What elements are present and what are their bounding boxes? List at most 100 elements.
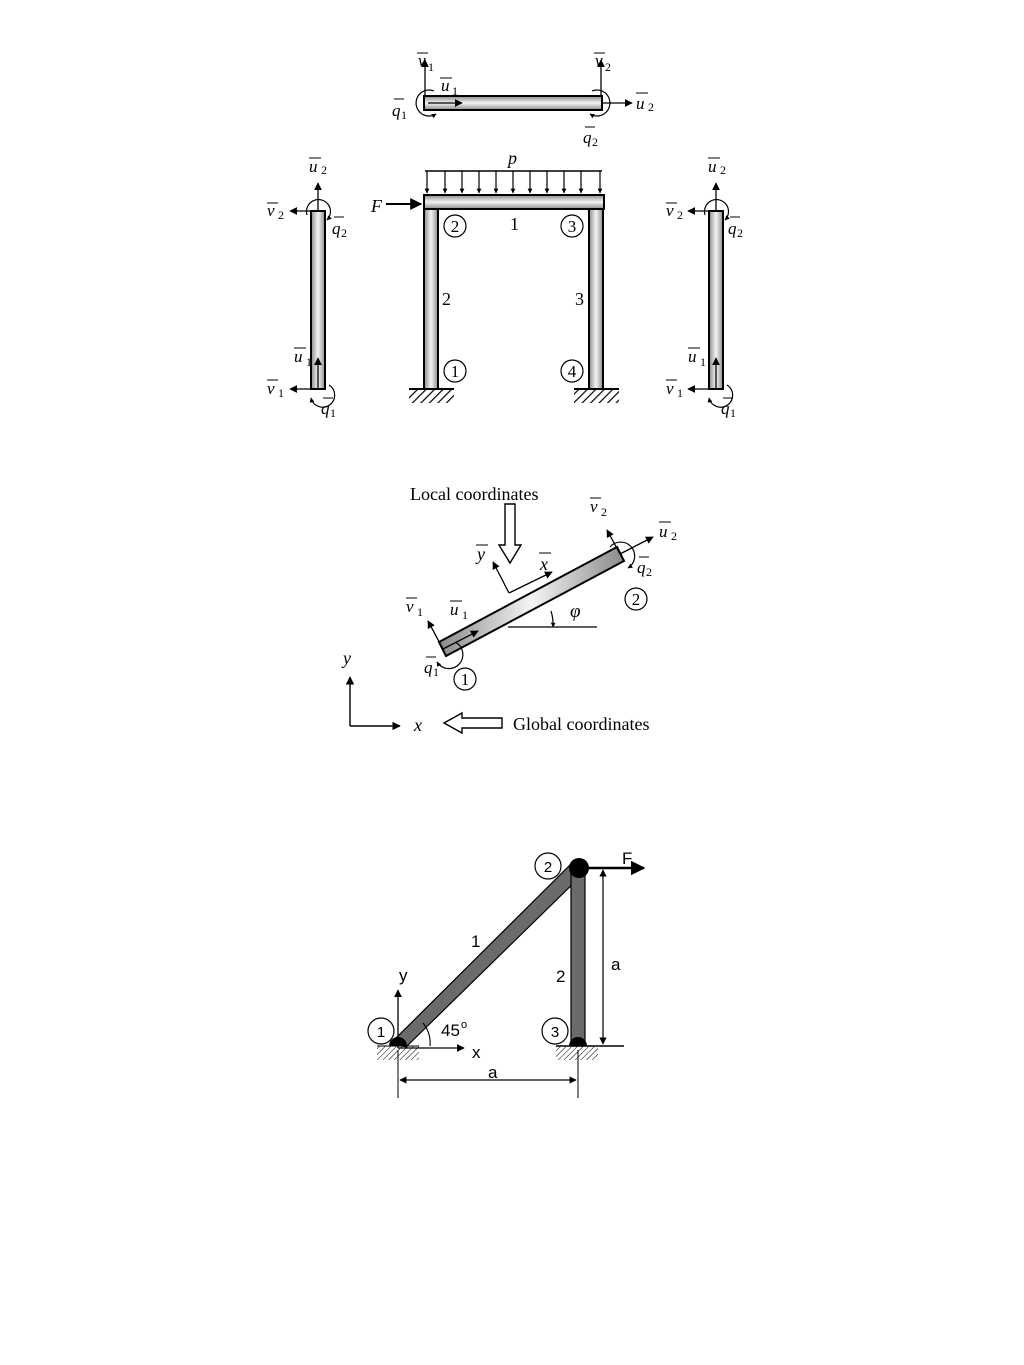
truss-member-2 [570, 867, 586, 1047]
fixed-support-right [574, 389, 619, 403]
svg-text:v: v [418, 51, 426, 70]
truss-joint-2 [569, 858, 589, 878]
svg-text:2: 2 [737, 226, 743, 240]
svg-text:u: u [636, 94, 645, 113]
local-axes-icon [492, 561, 553, 594]
svg-text:4: 4 [568, 362, 577, 381]
svg-text:u: u [450, 600, 459, 619]
svg-text:x: x [413, 715, 422, 735]
node-marker-4: 4 [560, 359, 584, 383]
svg-text:1: 1 [417, 605, 423, 619]
member-label-3: 3 [575, 289, 584, 309]
member-label-1: 1 [510, 214, 519, 234]
svg-text:1: 1 [428, 60, 434, 74]
portal-frame-figure: v 1 u 1 q 1 v 2 u 2 q 2 [267, 51, 743, 420]
svg-text:q: q [583, 128, 592, 147]
svg-text:2: 2 [451, 217, 460, 236]
svg-text:3: 3 [568, 217, 577, 236]
svg-text:1: 1 [377, 1024, 385, 1041]
svg-text:2: 2 [278, 208, 284, 222]
svg-text:u: u [441, 76, 450, 95]
svg-text:y: y [399, 966, 408, 985]
truss-figure: F a a y x 45 o 1 2 1 2 [367, 849, 646, 1098]
svg-text:q: q [424, 658, 433, 677]
svg-text:q: q [637, 558, 646, 577]
global-coordinates-label: Global coordinates [513, 714, 649, 734]
local-coordinates-pointer-icon [497, 503, 523, 565]
svg-text:1: 1 [278, 386, 284, 400]
svg-text:2: 2 [321, 163, 327, 177]
svg-text:q: q [728, 219, 737, 238]
svg-text:1: 1 [433, 665, 439, 679]
svg-text:2: 2 [544, 859, 552, 876]
svg-text:q: q [392, 101, 401, 120]
global-axes-icon [345, 676, 401, 731]
svg-text:1: 1 [330, 406, 336, 420]
svg-text:x: x [539, 554, 548, 574]
svg-text:v: v [267, 201, 275, 220]
dimension-vertical-label: a [611, 955, 621, 974]
svg-text:2: 2 [341, 226, 347, 240]
distributed-load-label: p [506, 148, 517, 168]
svg-text:y: y [341, 648, 351, 668]
svg-text:v: v [666, 201, 674, 220]
truss-axes-icon [394, 989, 465, 1052]
angle-phi-label: φ [570, 601, 581, 622]
global-coordinates-pointer-icon [442, 711, 503, 735]
coordinate-transform-figure: Local coordinates φ x y v 2 u 2 q 2 [341, 484, 677, 735]
svg-text:1: 1 [401, 108, 407, 122]
svg-text:2: 2 [592, 135, 598, 149]
svg-text:u: u [659, 522, 668, 541]
svg-text:1: 1 [452, 84, 458, 98]
svg-text:2: 2 [677, 208, 683, 222]
svg-text:q: q [321, 399, 330, 418]
portal-frame: p [370, 148, 619, 403]
svg-text:v: v [267, 379, 275, 398]
svg-text:v: v [666, 379, 674, 398]
svg-text:q: q [721, 399, 730, 418]
svg-text:2: 2 [646, 565, 652, 579]
svg-text:1: 1 [730, 406, 736, 420]
svg-text:1: 1 [677, 386, 683, 400]
svg-text:1: 1 [462, 608, 468, 622]
truss-member-label-2: 2 [556, 967, 565, 986]
truss-force-label: F [622, 849, 632, 868]
svg-text:v: v [590, 497, 598, 516]
svg-text:x: x [472, 1043, 481, 1062]
svg-text:3: 3 [551, 1024, 559, 1041]
svg-text:1: 1 [700, 355, 706, 369]
node-marker-3: 3 [560, 214, 584, 238]
node-marker-2: 2 [443, 214, 467, 238]
svg-text:2: 2 [601, 505, 607, 519]
truss-node-marker-3: 3 [541, 1017, 569, 1045]
svg-text:o: o [461, 1019, 467, 1031]
svg-text:y: y [475, 544, 485, 564]
truss-node-marker-1: 1 [367, 1017, 395, 1045]
distributed-load-arrows [424, 171, 603, 194]
truss-member-label-1: 1 [471, 932, 480, 951]
svg-text:2: 2 [671, 529, 677, 543]
angle-arc [422, 1022, 431, 1047]
local-coordinates-label: Local coordinates [410, 484, 538, 504]
node-marker-end-2: 2 [624, 587, 648, 611]
svg-text:2: 2 [720, 163, 726, 177]
svg-text:v: v [406, 597, 414, 616]
dimension-horizontal-label: a [488, 1063, 498, 1082]
force-label: F [370, 196, 383, 216]
svg-text:q: q [332, 219, 341, 238]
svg-text:u: u [688, 347, 697, 366]
beam-element-top: v 1 u 1 q 1 v 2 u 2 q 2 [392, 51, 654, 149]
node-marker-1: 1 [443, 359, 467, 383]
column-element-right: u 2 v 2 q 2 u 1 v 1 q 1 [666, 157, 743, 420]
svg-text:2: 2 [632, 590, 641, 609]
column-element-left: u 2 v 2 q 2 u 1 v 1 q 1 [267, 157, 347, 420]
svg-text:1: 1 [451, 362, 460, 381]
fixed-support-left [409, 389, 454, 403]
angle-label: 45 [441, 1021, 460, 1040]
svg-text:2: 2 [648, 100, 654, 114]
svg-text:u: u [294, 347, 303, 366]
inclined-beam-element [437, 545, 626, 658]
truss-pin-3 [569, 1037, 587, 1046]
svg-text:1: 1 [306, 355, 312, 369]
